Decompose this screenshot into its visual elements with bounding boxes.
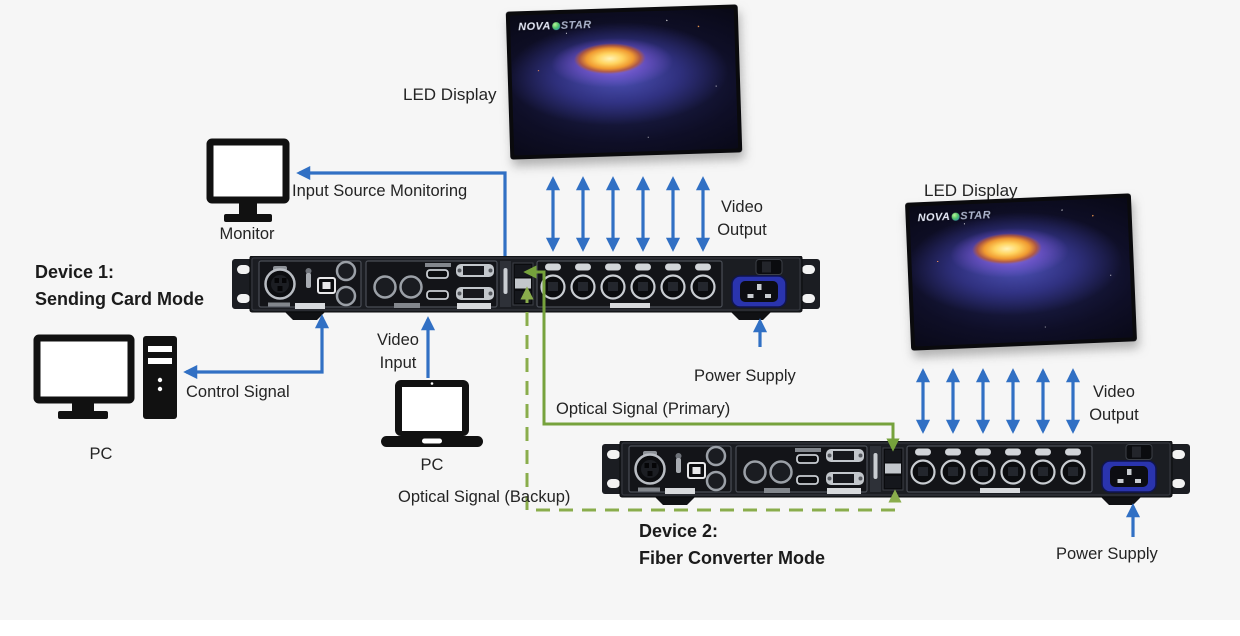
device-2-title: Device 2: Fiber Converter Mode xyxy=(639,521,826,568)
device-1-title: Device 1: Sending Card Mode xyxy=(35,262,205,309)
input-source-monitoring-label: Input Source Monitoring xyxy=(292,182,468,200)
led-display-2-label: LED Display xyxy=(924,181,1018,200)
monitor-icon xyxy=(206,138,290,222)
video-output-2-label: Video Output xyxy=(1089,383,1139,424)
laptop-icon xyxy=(381,380,483,447)
video-input-label: Video Input xyxy=(377,331,419,372)
control-signal-label: Control Signal xyxy=(186,383,290,401)
optical-signal-backup-label: Optical Signal (Backup) xyxy=(398,488,571,506)
optical-signal-primary-label: Optical Signal (Primary) xyxy=(556,400,731,418)
bottom-white-bar xyxy=(0,620,1240,636)
video-output-1-label: Video Output xyxy=(717,198,767,239)
tower-icon xyxy=(143,336,177,419)
power-supply-1-label: Power Supply xyxy=(694,367,796,385)
pc-laptop-label: PC xyxy=(420,456,444,474)
desktop-pc-icon xyxy=(33,334,177,419)
power-supply-2-label: Power Supply xyxy=(1056,545,1158,563)
led-display-1-label: LED Display xyxy=(403,85,497,104)
pc-desktop-label: PC xyxy=(89,445,113,463)
monitor-label: Monitor xyxy=(219,225,275,243)
